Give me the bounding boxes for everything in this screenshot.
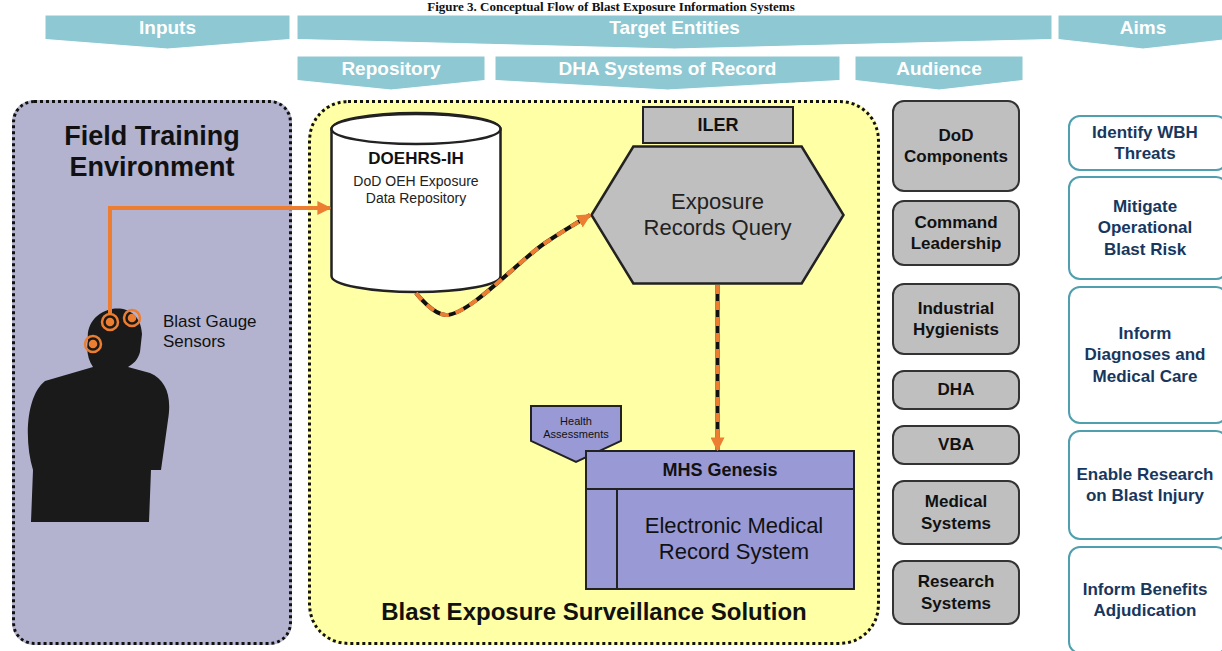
header-banner: Target Entities bbox=[297, 15, 1052, 49]
header-banner: DHA Systems of Record bbox=[495, 56, 840, 90]
audience-box: Command Leadership bbox=[892, 200, 1020, 266]
aim-box: Inform Benefits Adjudication bbox=[1068, 546, 1222, 651]
system-bar: MHS Genesis bbox=[585, 450, 855, 490]
node-text: DHA Systems of Record bbox=[559, 59, 777, 80]
node-text: Exposure Records Query bbox=[633, 189, 801, 242]
node-text: MHS Genesis bbox=[662, 460, 777, 481]
node-text: Inform Benefits Adjudication bbox=[1076, 579, 1214, 622]
node-text: Field Training Environment bbox=[25, 121, 279, 183]
record-system-box: Electronic Medical Record System bbox=[585, 488, 855, 590]
sensor-label: Blast Gauge Sensors bbox=[163, 312, 278, 353]
node-text: DHA bbox=[938, 379, 975, 400]
soldier-silhouette bbox=[28, 309, 169, 522]
node-text: Inform Diagnoses and Medical Care bbox=[1076, 323, 1214, 387]
node-text: ILER bbox=[697, 115, 738, 136]
audience-box: Medical Systems bbox=[892, 480, 1020, 545]
node-text: Research Systems bbox=[898, 571, 1014, 614]
node-text: Target Entities bbox=[609, 18, 740, 39]
aim-box: Mitigate Operational Blast Risk bbox=[1068, 176, 1222, 280]
node-text: Inputs bbox=[139, 18, 196, 39]
node-text: Medical Systems bbox=[898, 491, 1014, 534]
node-text: Audience bbox=[896, 59, 982, 80]
node-text: Command Leadership bbox=[898, 212, 1014, 255]
node-text: VBA bbox=[938, 434, 974, 455]
header-banner: Inputs bbox=[45, 15, 290, 49]
audience-box: DoD Components bbox=[892, 100, 1020, 192]
node-text: DoD OEH Exposure Data Repository bbox=[340, 173, 492, 207]
node-text: Aims bbox=[1120, 18, 1166, 39]
sensor-lead bbox=[110, 208, 292, 314]
blast-gauge-sensor bbox=[85, 310, 140, 352]
audience-box: VBA bbox=[892, 425, 1020, 465]
node-text: Electronic Medical Record System bbox=[621, 513, 847, 566]
node-text: DOEHRS-IH bbox=[368, 149, 463, 169]
flow-connector bbox=[292, 208, 330, 209]
header-banner: Audience bbox=[855, 56, 1023, 90]
repository-cylinder: DOEHRS-IH DoD OEH Exposure Data Repositor… bbox=[330, 113, 502, 293]
node-text: Enable Research on Blast Injury bbox=[1076, 464, 1214, 507]
aim-box: Identify WBH Threats bbox=[1068, 115, 1222, 171]
audience-box: DHA bbox=[892, 370, 1020, 410]
header-banner: Aims bbox=[1058, 15, 1222, 49]
node-text: DoD Components bbox=[898, 125, 1014, 168]
input-panel: Field Training Environment bbox=[12, 100, 292, 645]
node-text: Industrial Hygienists bbox=[898, 298, 1014, 341]
aim-box: Enable Research on Blast Injury bbox=[1068, 430, 1222, 540]
node-text: Blast Exposure Surveillance Solution bbox=[381, 598, 806, 626]
node-text: Identify WBH Threats bbox=[1076, 122, 1214, 165]
flow-connector bbox=[717, 285, 718, 450]
flow-connector bbox=[416, 215, 590, 315]
system-label: ILER bbox=[642, 106, 794, 144]
query-hexagon: Exposure Records Query bbox=[590, 145, 845, 285]
aim-box: Inform Diagnoses and Medical Care bbox=[1068, 286, 1222, 424]
audience-box: Industrial Hygienists bbox=[892, 283, 1020, 355]
audience-box: Research Systems bbox=[892, 560, 1020, 625]
solution-panel: Blast Exposure Surveillance Solution DOEH… bbox=[308, 100, 880, 645]
node-text: Mitigate Operational Blast Risk bbox=[1076, 196, 1214, 260]
figure-title: Figure 3. Conceptual Flow of Blast Expos… bbox=[0, 0, 1222, 14]
header-banner: Repository bbox=[297, 56, 485, 90]
node-text: Repository bbox=[341, 59, 440, 80]
node-text: Health Assessments bbox=[534, 415, 618, 440]
